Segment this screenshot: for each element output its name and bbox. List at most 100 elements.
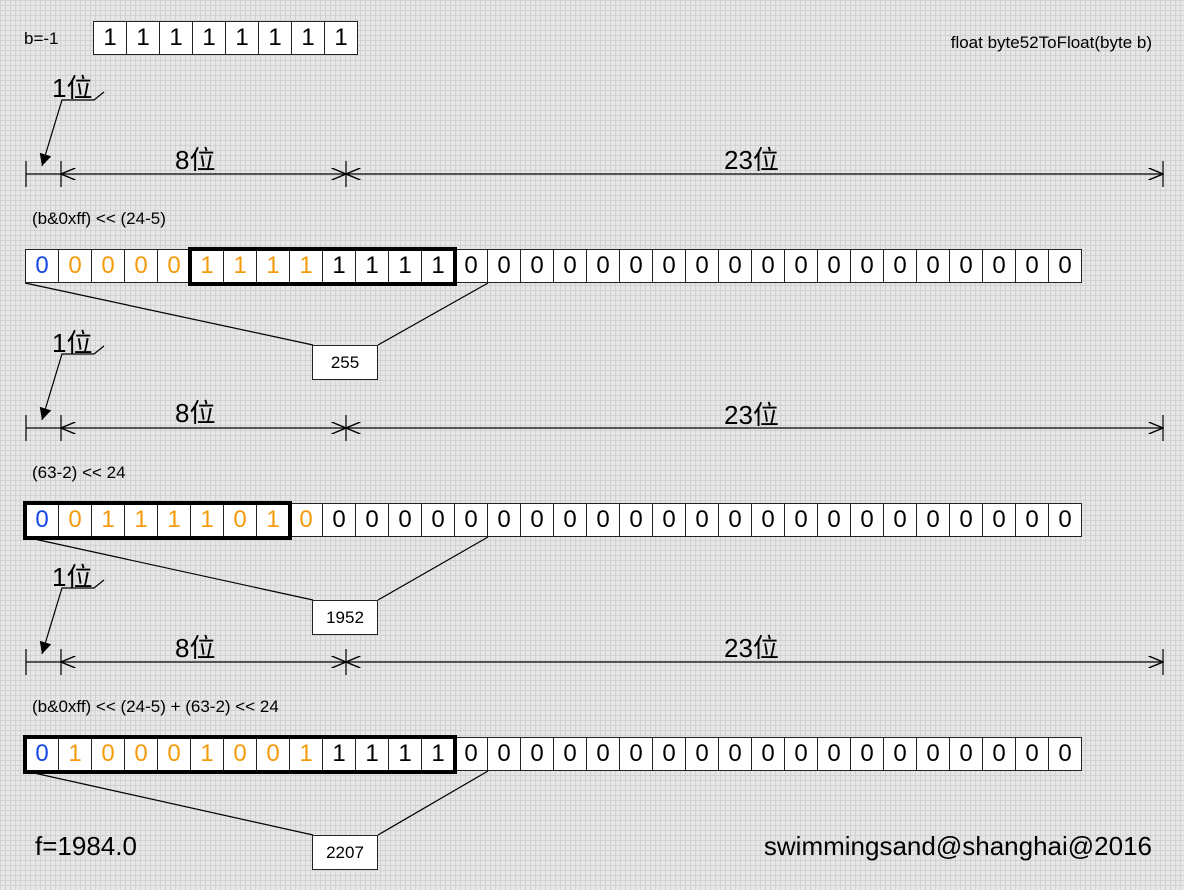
- bit-cell: 0: [586, 249, 620, 283]
- bit-cell: 1: [159, 21, 193, 55]
- bit-cell: 0: [949, 249, 983, 283]
- bit-cell: 0: [553, 249, 587, 283]
- bit-cell: 0: [982, 249, 1016, 283]
- bit-cell: 0: [520, 737, 554, 771]
- bit-cell: 0: [718, 503, 752, 537]
- bit-cell: 0: [25, 503, 59, 537]
- bit-cell: 0: [520, 249, 554, 283]
- bit-cell: 1: [256, 503, 290, 537]
- bit-cell: 0: [718, 737, 752, 771]
- bit-cell: 0: [817, 503, 851, 537]
- bit-cell: 0: [784, 503, 818, 537]
- bit-cell: 0: [652, 737, 686, 771]
- bit-cell: 0: [916, 249, 950, 283]
- bit-cell: 1: [225, 21, 259, 55]
- bit-cell: 0: [223, 503, 257, 537]
- sign-width-label: 1位: [52, 73, 93, 103]
- bit-cell: 0: [124, 737, 158, 771]
- bit-cell: 0: [751, 737, 785, 771]
- sign-width-label: 1位: [52, 328, 93, 358]
- value-box: 2207: [312, 835, 378, 870]
- bit-cell: 0: [25, 737, 59, 771]
- row-expression: (b&0xff) << (24-5): [32, 209, 166, 228]
- bit-cell: 1: [190, 249, 224, 283]
- bit-cell: 1: [355, 737, 389, 771]
- bit-cell: 1: [124, 503, 158, 537]
- result-value: f=1984.0: [35, 831, 137, 861]
- bit-cell: 1: [256, 249, 290, 283]
- connector-line: [377, 536, 489, 601]
- mantissa-width-label: 23位: [724, 633, 779, 663]
- bit-cell: 0: [949, 503, 983, 537]
- bit-cell: 1: [324, 21, 358, 55]
- bit-cell: 0: [652, 503, 686, 537]
- connector-line: [377, 770, 489, 836]
- connector-line: [24, 536, 314, 601]
- bit-cell: 0: [157, 737, 191, 771]
- bit-cell: 0: [124, 249, 158, 283]
- bit-cell: 0: [784, 737, 818, 771]
- bit-cell: 0: [1015, 503, 1049, 537]
- bit-cell: 1: [190, 737, 224, 771]
- bit-cell: 0: [784, 249, 818, 283]
- exponent-width-label: 8位: [175, 633, 216, 663]
- bit-cell: 0: [421, 503, 455, 537]
- credit-text: swimmingsand@shanghai@2016: [763, 831, 1152, 861]
- bit-cell: 0: [388, 503, 422, 537]
- bit-cell: 0: [58, 503, 92, 537]
- value-box: 1952: [312, 600, 378, 635]
- bit-cell: 0: [982, 503, 1016, 537]
- bit-cell: 0: [619, 737, 653, 771]
- mantissa-width-label: 23位: [724, 400, 779, 430]
- bit-cell: 0: [553, 737, 587, 771]
- bit-cell: 0: [454, 737, 488, 771]
- exponent-width-label: 8位: [175, 145, 216, 175]
- bit-cell: 0: [883, 503, 917, 537]
- bit-cell: 0: [751, 249, 785, 283]
- bit-cell: 0: [586, 503, 620, 537]
- bit-cell: 0: [157, 249, 191, 283]
- bit-cell: 0: [883, 249, 917, 283]
- sign-width-label: 1位: [52, 562, 93, 592]
- sign-callout-leader: [39, 91, 105, 167]
- row-expression: (63-2) << 24: [32, 463, 126, 482]
- bit-cell: 1: [388, 249, 422, 283]
- bit-cell: 0: [223, 737, 257, 771]
- bit-cell: 0: [553, 503, 587, 537]
- bit-cell: 0: [1015, 249, 1049, 283]
- bit-cell: 1: [223, 249, 257, 283]
- bit-cell: 0: [487, 737, 521, 771]
- bit-cell: 1: [157, 503, 191, 537]
- bit-cell: 0: [619, 249, 653, 283]
- bit-cell: 0: [454, 249, 488, 283]
- bit-cell: 0: [322, 503, 356, 537]
- bit-cell: 1: [289, 249, 323, 283]
- bit-cell: 1: [322, 249, 356, 283]
- bit-cell: 0: [1048, 737, 1082, 771]
- bit-cell: 0: [520, 503, 554, 537]
- bit-cell: 0: [982, 737, 1016, 771]
- bit-cell: 0: [916, 503, 950, 537]
- bit-cell: 1: [421, 737, 455, 771]
- sign-callout-leader: [39, 345, 105, 421]
- bit-cell: 0: [751, 503, 785, 537]
- mantissa-width-label: 23位: [724, 145, 779, 175]
- bit-cell: 0: [1048, 249, 1082, 283]
- bit-cell: 1: [388, 737, 422, 771]
- bit-cell: 0: [850, 737, 884, 771]
- bit-cell: 1: [322, 737, 356, 771]
- bit-cell: 0: [685, 503, 719, 537]
- exponent-width-label: 8位: [175, 398, 216, 428]
- bit-cell: 1: [258, 21, 292, 55]
- function-signature: float byte52ToFloat(byte b): [950, 33, 1152, 52]
- bit-cell: 0: [685, 249, 719, 283]
- bit-cell: 0: [256, 737, 290, 771]
- bit-cell: 1: [355, 249, 389, 283]
- bit-cell: 0: [883, 737, 917, 771]
- bit-cell: 0: [1015, 737, 1049, 771]
